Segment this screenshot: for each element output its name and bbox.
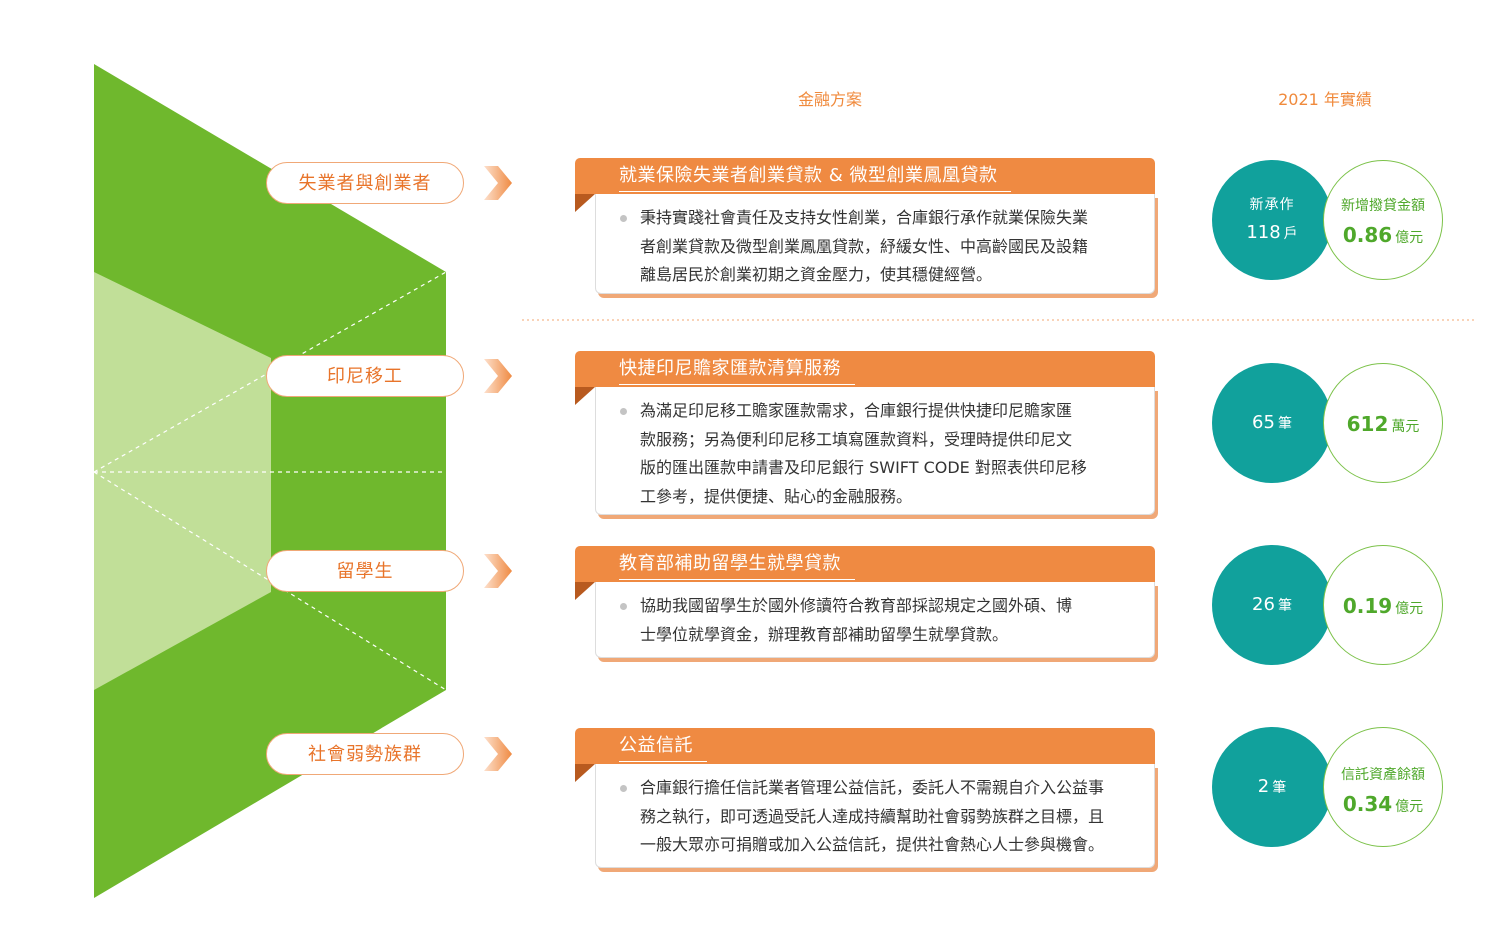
group-pill-migrant-workers: 印尼移工 (266, 355, 464, 397)
bullet-icon (620, 785, 627, 792)
program-description: 秉持實踐社會責任及支持女性創業，合庫銀行承作就業保險失業 者創業貸款及微型創業鳳… (595, 194, 1155, 294)
header-results: 2021 年實績 (1278, 90, 1372, 109)
group-pill-disadvantaged: 社會弱勢族群 (266, 733, 464, 775)
arrow-right-icon (484, 359, 512, 393)
program-title: 公益信託 (619, 731, 707, 762)
group-pill-students: 留學生 (266, 550, 464, 592)
program-description: 協助我國留學生於國外修讀符合教育部採認規定之國外碩、博 士學位就學資金，辦理教育… (595, 582, 1155, 658)
bullet-icon (620, 603, 627, 610)
bullet-icon (620, 215, 627, 222)
header-program: 金融方案 (797, 90, 862, 109)
program-title: 快捷印尼贍家匯款清算服務 (619, 354, 855, 385)
program-description: 合庫銀行擔任信託業者管理公益信託，委託人不需親自介入公益事 務之執行，即可透過受… (595, 764, 1155, 868)
arrow-right-icon (484, 554, 512, 588)
program-title: 教育部補助留學生就學貸款 (619, 549, 855, 580)
program-title: 就業保險失業者創業貸款 & 微型創業鳳凰貸款 (619, 161, 1012, 192)
program-description: 為滿足印尼移工贍家匯款需求，合庫銀行提供快捷印尼贍家匯 款服務；另為便利印尼移工… (595, 387, 1155, 515)
arrow-right-icon (484, 737, 512, 771)
group-pill-unemployed: 失業者與創業者 (266, 162, 464, 204)
bullet-icon (620, 408, 627, 415)
funnel-light-shape (94, 272, 271, 690)
arrow-right-icon (484, 166, 512, 200)
